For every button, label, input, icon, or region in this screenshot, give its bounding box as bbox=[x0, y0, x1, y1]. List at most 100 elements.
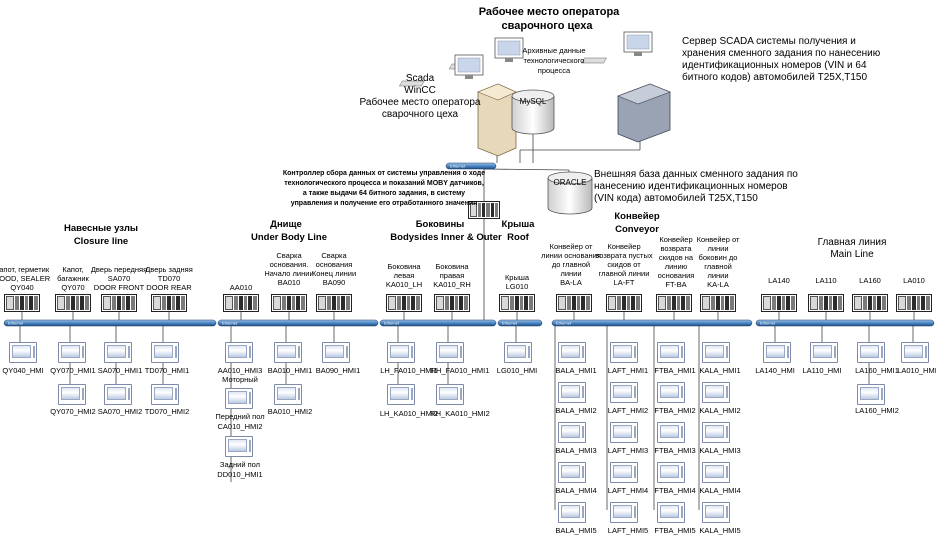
ethernet-label: Ethernet bbox=[556, 321, 572, 326]
station-label-laft: Конвейер bbox=[607, 242, 641, 251]
hmi-panel-td070-1 bbox=[151, 342, 179, 363]
hmi-panel-qy070-2 bbox=[58, 384, 86, 405]
hmi-panel-laft-3 bbox=[610, 422, 638, 443]
hmi-label-td070-2: TD070_HMI2 bbox=[144, 407, 190, 416]
hmi-label-kala-5: KALA_HMI5 bbox=[699, 526, 741, 535]
station-label-ba090-line3: Конец линии bbox=[311, 269, 357, 278]
station-label-ka010lh: Боковина bbox=[387, 262, 421, 271]
hmi-label-lh-2: LH_KA010_HMI2 bbox=[379, 409, 439, 418]
station-label-qy040-line2: HOOD, SEALER bbox=[0, 274, 51, 283]
plc-qy040 bbox=[4, 294, 40, 312]
station-label-ka010rh: Боковина bbox=[435, 262, 469, 271]
external-db-desc-line3: (VIN кода) автомобилей T25X,T150 bbox=[594, 193, 758, 204]
station-label-sa070-line3: DOOR FRONT bbox=[93, 283, 145, 292]
workstation-monitor-2-stand bbox=[465, 75, 473, 79]
station-label-ba010-line3: Начало линии bbox=[264, 269, 314, 278]
hmi-label-bala-1: BALA_HMI1 bbox=[555, 366, 597, 375]
hmi-label-kala-2: KALA_HMI2 bbox=[699, 406, 741, 415]
section-main-title: Главная линия bbox=[817, 237, 887, 248]
server-monitor-screen bbox=[626, 34, 650, 50]
hmi-panel-la140-1 bbox=[763, 342, 791, 363]
hmi-panel-sa070-2 bbox=[104, 384, 132, 405]
plc-ba090 bbox=[316, 294, 352, 312]
hmi-label-rh-1: RH_FA010_HMI1 bbox=[430, 366, 490, 375]
station-label-bala: Конвейер от bbox=[549, 242, 593, 251]
station-label-ba090-line2: основания bbox=[315, 260, 353, 269]
station-label-qy070-line3: QY070 bbox=[61, 283, 85, 292]
workstation-monitor-1-screen bbox=[497, 40, 521, 56]
station-label-bala-line3: до главной bbox=[551, 260, 591, 269]
section-closure-subtitle: Closure line bbox=[73, 236, 129, 247]
station-label-la160: LA160 bbox=[859, 276, 881, 285]
station-label-ba010: Сварка bbox=[276, 251, 302, 260]
hmi-panel-bala-5 bbox=[558, 502, 586, 523]
hmi-label-laft-2: LAFT_HMI2 bbox=[607, 406, 649, 415]
bus-conveyor bbox=[551, 319, 753, 327]
station-label-ba090-line4: BA090 bbox=[322, 278, 346, 287]
oracle-label: ORACLE bbox=[553, 178, 587, 187]
station-label-ftba-line2: возврата bbox=[660, 244, 692, 253]
hmi-label-dd010-line2: DD010_HMI1 bbox=[217, 470, 263, 479]
hmi-label-ftba-1: FTBA_HMI1 bbox=[654, 366, 696, 375]
station-label-la110: LA110 bbox=[815, 276, 837, 285]
station-label-laft-line2: возврата пустых bbox=[595, 251, 653, 260]
hmi-panel-ba090-1 bbox=[322, 342, 350, 363]
hmi-panel-ftba-2 bbox=[657, 382, 685, 403]
plc-la110 bbox=[808, 294, 844, 312]
plc-bala bbox=[556, 294, 592, 312]
hmi-panel-laft-5 bbox=[610, 502, 638, 523]
hmi-label-ftba-5: FTBA_HMI5 bbox=[654, 526, 696, 535]
hmi-label-qy070-1: QY070_HMI1 bbox=[50, 366, 96, 375]
hmi-label-kala-1: KALA_HMI1 bbox=[699, 366, 741, 375]
plc-ka010rh bbox=[434, 294, 470, 312]
plc-lg010 bbox=[499, 294, 535, 312]
bus-roof bbox=[497, 319, 543, 327]
scada-operator-label-line2: сварочного цеха bbox=[381, 109, 459, 120]
section-conveyor-title: Конвейер bbox=[614, 211, 660, 222]
hmi-label-ba010-1: BA010_HMI1 bbox=[267, 366, 313, 375]
station-label-ba010-line2: основания. bbox=[269, 260, 309, 269]
workstation-monitor-2-keyboard bbox=[398, 80, 425, 87]
scada-blade-top bbox=[617, 83, 671, 105]
hmi-label-la160-1: LA160_HMI1 bbox=[855, 366, 899, 375]
hmi-label-lh-1: LH_FA010_HMI1 bbox=[380, 366, 438, 375]
hmi-label-dd010: Задний пол bbox=[219, 460, 261, 469]
external-db-desc: Внешняя база данных сменного задания по bbox=[594, 169, 798, 180]
ethernet-label: Ethernet bbox=[502, 321, 518, 326]
ethernet-label: Ethernet bbox=[450, 164, 466, 169]
section-closure-title: Навесные узлы bbox=[64, 223, 138, 234]
scada-server-desc-line3: идентификационных номеров (VIN и 64 bbox=[682, 60, 867, 71]
hmi-label-bala-4: BALA_HMI4 bbox=[555, 486, 597, 495]
hmi-label-bala-3: BALA_HMI3 bbox=[555, 446, 597, 455]
mysql-label: MySQL bbox=[519, 97, 547, 106]
hmi-label-kala-4: KALA_HMI4 bbox=[699, 486, 741, 495]
mysql-db-icon bbox=[511, 96, 555, 135]
hmi-panel-lh-2 bbox=[387, 384, 415, 405]
hmi-panel-kala-3 bbox=[702, 422, 730, 443]
station-label-kala-line4: главной bbox=[704, 262, 732, 271]
station-label-ftba-line6: FT-BA bbox=[665, 280, 687, 289]
page-title-line2: сварочного цеха bbox=[501, 20, 593, 32]
station-label-sa070: Дверь передняя bbox=[90, 265, 148, 274]
ethernet-label: Ethernet bbox=[760, 321, 776, 326]
station-label-bala-line4: линии bbox=[560, 269, 582, 278]
plc-ka010lh bbox=[386, 294, 422, 312]
workstation-monitor-2-screen bbox=[457, 57, 481, 73]
station-label-lg010: Крыша bbox=[504, 273, 530, 282]
station-label-ka010lh-line2: левая bbox=[393, 271, 415, 280]
station-label-lg010-line2: LG010 bbox=[505, 282, 529, 291]
station-label-ka010rh-line3: KA010_RH bbox=[433, 280, 471, 289]
station-label-la140: LA140 bbox=[768, 276, 790, 285]
section-conveyor-subtitle: Conveyor bbox=[615, 224, 659, 235]
server-monitor-keyboard bbox=[581, 57, 607, 64]
hmi-panel-dd010 bbox=[225, 436, 253, 457]
hmi-panel-ba010-2 bbox=[274, 384, 302, 405]
hmi-label-laft-5: LAFT_HMI5 bbox=[607, 526, 649, 535]
section-roof-title: Крыша bbox=[501, 219, 535, 230]
station-label-qy040: Капот, герметик bbox=[0, 265, 50, 274]
station-label-kala-line5: линии bbox=[707, 271, 729, 280]
archive-label: Архивные данные bbox=[522, 46, 586, 55]
hmi-panel-ftba-3 bbox=[657, 422, 685, 443]
